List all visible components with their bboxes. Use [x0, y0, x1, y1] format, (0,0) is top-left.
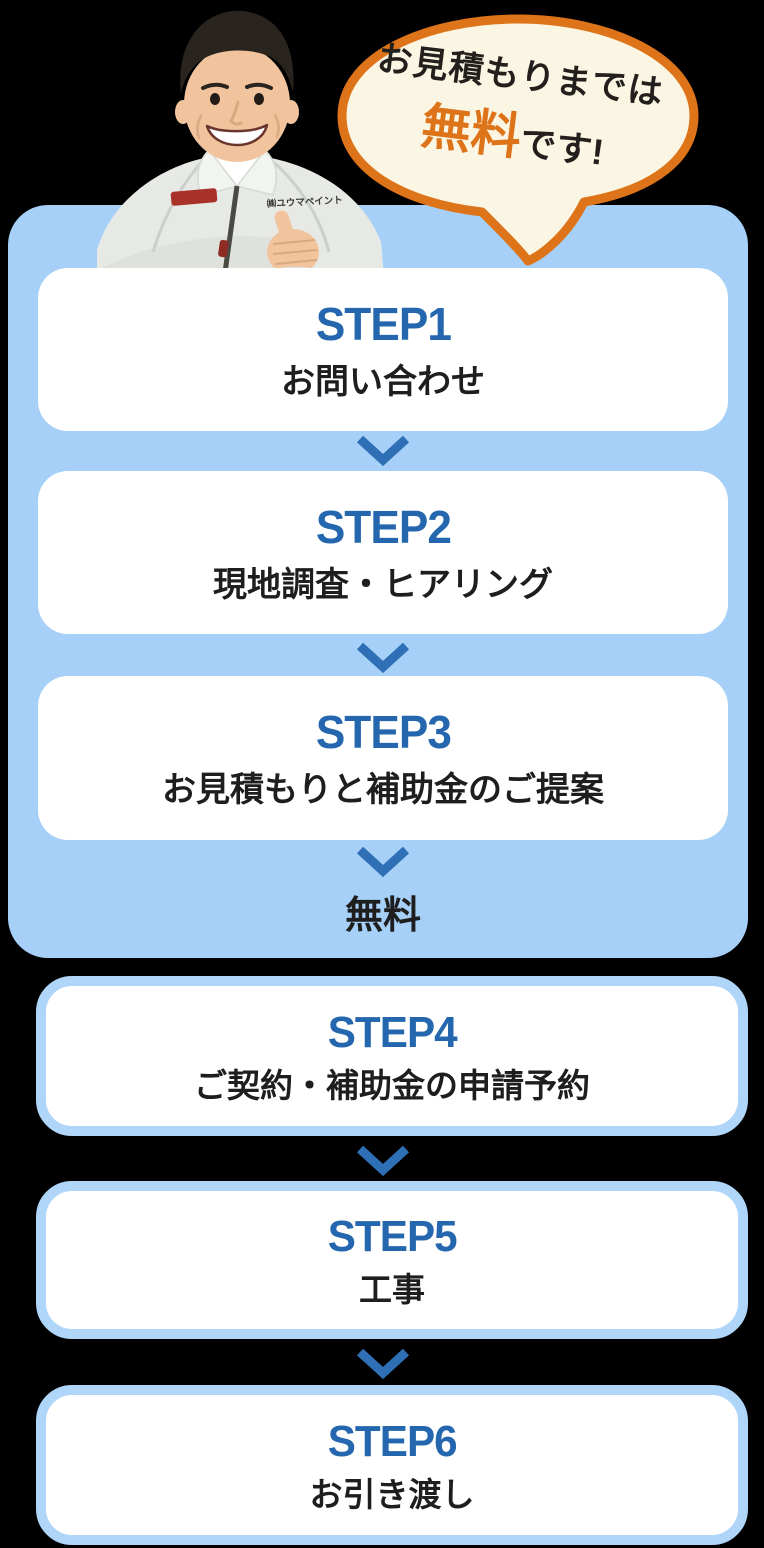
chevron-down-icon [356, 1349, 410, 1379]
chevron-down-icon [356, 847, 410, 877]
step-card-5: STEP5 工事 [36, 1181, 748, 1339]
hair [180, 10, 294, 94]
chest-patch [170, 188, 218, 206]
chevron-down-icon [356, 643, 410, 673]
step2-label: STEP2 [315, 500, 451, 553]
step4-title: ご契約・補助金の申請予約 [194, 1066, 590, 1104]
chevron-down-icon [356, 436, 410, 466]
step1-label: STEP1 [315, 297, 451, 350]
step-card-1: STEP1 お問い合わせ [38, 268, 728, 431]
step-card-3: STEP3 お見積もりと補助金のご提案 [38, 676, 728, 840]
step3-title: お見積もりと補助金のご提案 [162, 771, 604, 809]
step6-label: STEP6 [327, 1416, 457, 1466]
step5-label: STEP5 [327, 1211, 457, 1261]
zipper-pull [218, 239, 229, 258]
smile [205, 123, 269, 147]
step3-label: STEP3 [315, 706, 451, 758]
speech-bubble-shape [337, 14, 699, 266]
step2-title: 現地調査・ヒアリング [213, 565, 553, 604]
step6-title: お引き渡し [309, 1475, 475, 1513]
step-card-4: STEP4 ご契約・補助金の申請予約 [36, 976, 748, 1136]
step-card-2: STEP2 現地調査・ヒアリング [38, 471, 728, 634]
step1-title: お問い合わせ [281, 362, 485, 401]
step5-title: 工事 [359, 1270, 425, 1308]
free-label: 無料 [344, 895, 421, 937]
speech-bubble: お見積もりまでは 無料です! [332, 10, 704, 268]
bubble-suffix: です! [517, 121, 607, 173]
step-card-6: STEP6 お引き渡し [36, 1385, 748, 1545]
step4-label: STEP4 [327, 1007, 457, 1057]
chevron-down-icon [356, 1146, 410, 1176]
uniform-logo-text: ㈱ユウマペイント [267, 194, 344, 210]
staff-photo: ㈱ユウマペイント [97, 10, 385, 287]
bubble-highlight: 無料 [418, 97, 525, 166]
